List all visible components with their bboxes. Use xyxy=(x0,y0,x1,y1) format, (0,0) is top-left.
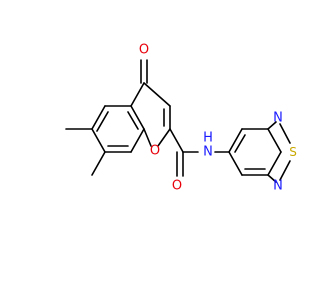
bond xyxy=(279,123,291,144)
atom-label: N xyxy=(203,145,213,160)
bond xyxy=(267,174,277,183)
bond xyxy=(169,128,184,153)
bond xyxy=(130,128,145,153)
bond xyxy=(267,121,277,130)
bond xyxy=(157,128,171,147)
bond xyxy=(96,111,109,132)
molecule-structure: O O O N H N N S xyxy=(65,43,297,194)
bond xyxy=(228,151,243,176)
bond xyxy=(228,128,243,153)
bond xyxy=(143,82,171,107)
atom-label: O xyxy=(139,43,149,58)
bond xyxy=(130,105,145,130)
bond xyxy=(127,111,139,130)
bond xyxy=(234,134,246,153)
atom-label: N xyxy=(273,179,283,194)
bond xyxy=(91,151,106,176)
bond xyxy=(91,105,106,130)
bond xyxy=(91,128,106,153)
bond xyxy=(279,160,291,181)
atom-label: H xyxy=(203,131,213,146)
atom-label: S xyxy=(289,145,297,159)
bond xyxy=(267,128,282,153)
atom-label: O xyxy=(150,144,160,159)
bond xyxy=(130,82,145,107)
bond xyxy=(143,128,152,147)
atom-label: O xyxy=(172,179,182,194)
bond xyxy=(267,151,282,176)
atom-label: N xyxy=(273,111,283,126)
